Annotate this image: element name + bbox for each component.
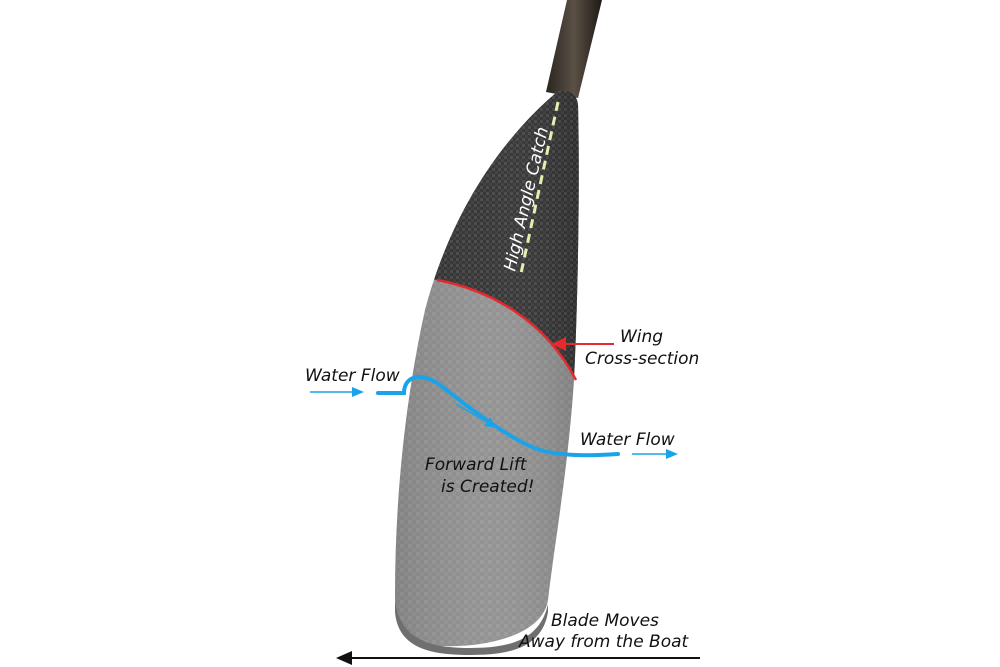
paddle-shaft: [546, 0, 602, 98]
water-flow-inner-arrow: [455, 403, 491, 425]
blade-moves-label-line1: Blade Moves: [551, 611, 659, 631]
forward-lift-label-line1: Forward Lift: [425, 455, 528, 475]
wing-cross-section-line: [436, 278, 578, 381]
wing-label-line2: Cross-section: [585, 349, 699, 369]
wing-arrow-head: [552, 337, 566, 351]
blade-moves-label-line2: Away from the Boat: [518, 632, 690, 652]
wing-label-line1: Wing: [620, 327, 663, 347]
water-flow-right-label: Water Flow: [580, 430, 675, 450]
high-angle-catch-line: [518, 101, 560, 279]
water-flow-left-label: Water Flow: [305, 366, 400, 386]
blade-motion-arrow-head: [336, 651, 352, 665]
paddle-blade: [395, 90, 579, 655]
forward-lift-label-line2: is Created!: [441, 477, 534, 497]
